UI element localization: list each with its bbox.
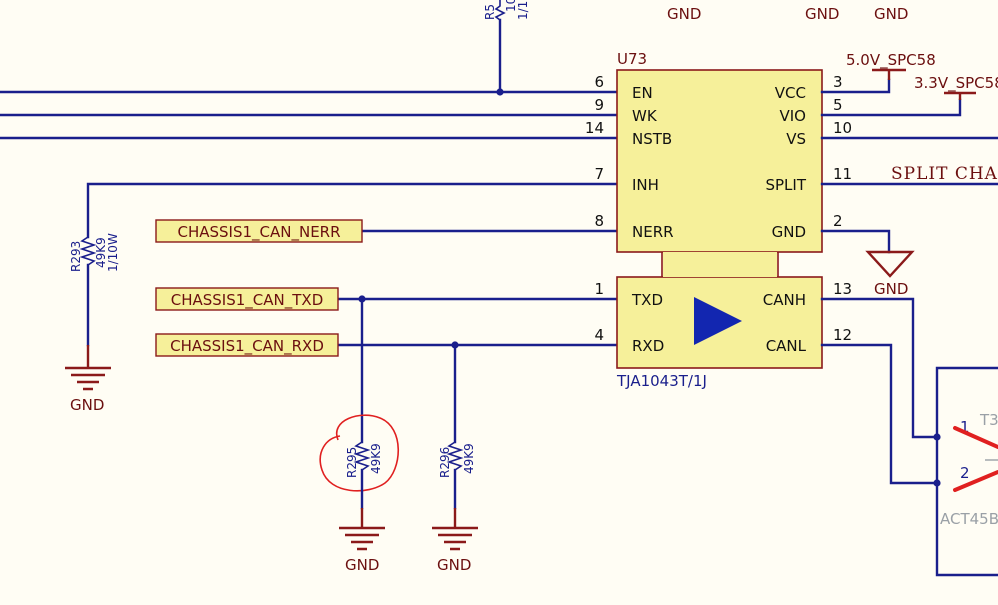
pin-name-canl: CANL: [766, 337, 807, 355]
pin-num-3: 3: [833, 73, 843, 91]
resistor-r295-value: 49K9: [369, 443, 383, 474]
resistor-r295-ref: R295: [345, 447, 359, 478]
power-label-5v: 5.0V_SPC58: [846, 51, 936, 70]
pin-name-canh: CANH: [763, 291, 806, 309]
net-label-nerr[interactable]: CHASSIS1_CAN_NERR: [155, 219, 363, 243]
resistor-r293-ref: R293: [69, 241, 83, 272]
pin-num-10: 10: [833, 119, 852, 137]
resistor-r5-value: 10: [504, 0, 518, 12]
wire-canh: [820, 297, 939, 439]
wire-vio: [820, 98, 962, 117]
pin-num-7: 7: [594, 165, 604, 183]
connector-body-outline: [935, 366, 998, 577]
pin-name-rxd: RXD: [632, 337, 664, 355]
top-gnd-label-1: GND: [667, 5, 701, 23]
gnd-icon-r296: [432, 526, 478, 551]
gnd-icon-r295: [339, 526, 385, 551]
resistor-r5-ref: R5: [483, 4, 497, 20]
pin-num-1: 1: [594, 280, 604, 298]
pin-num-13: 13: [833, 280, 852, 298]
resistor-r5-power: 1/1: [516, 1, 530, 20]
chip-u73[interactable]: U73 TJA1043T/1J EN WK NSTB INH NERR TXD …: [616, 50, 823, 390]
resistor-r293-power: 1/10W: [106, 233, 120, 272]
resistor-r293-value: 49K9: [94, 237, 108, 268]
power-label-3v3: 3.3V_SPC58: [914, 74, 998, 93]
pin-num-4: 4: [594, 326, 604, 344]
pin-name-inh: INH: [632, 176, 659, 194]
resistor-r296[interactable]: R296 49K9: [438, 441, 476, 478]
resistor-r296-ref: R296: [438, 447, 452, 478]
pin-num-5: 5: [833, 96, 843, 114]
junction-connector-pin1: [933, 433, 941, 441]
net-label-nerr-box: [155, 219, 363, 243]
wire-gnd-pin: [820, 229, 891, 254]
pin-num-2: 2: [833, 212, 843, 230]
connector-pin-2: 2: [960, 464, 970, 482]
markup-strike-1: [953, 426, 998, 449]
chip-body-link-fill: [663, 252, 777, 277]
net-label-rxd[interactable]: CHASSIS1_CAN_RXD: [155, 333, 339, 357]
net-label-split: SPLIT CHA: [891, 164, 998, 184]
markup-strike-2: [953, 470, 998, 492]
pin-name-txd: TXD: [631, 291, 663, 309]
resistor-r296-value: 49K9: [462, 443, 476, 474]
gnd-label-r293: GND: [70, 396, 104, 414]
net-label-txd[interactable]: CHASSIS1_CAN_TXD: [155, 287, 339, 311]
chip-body-link: [661, 252, 779, 277]
net-label-nerr-text: CHASSIS1_CAN_NERR: [177, 223, 340, 242]
chip-part-number: TJA1043T/1J: [616, 372, 707, 390]
resistor-r296-zigzag: [446, 441, 464, 471]
net-label-txd-box: [155, 287, 339, 311]
wire-inh: [86, 182, 619, 239]
pin-num-11: 11: [833, 165, 852, 183]
top-gnd-label-3: GND: [874, 5, 908, 23]
net-label-rxd-box: [155, 333, 339, 357]
pin-num-6: 6: [594, 73, 604, 91]
resistor-r295[interactable]: R295 49K9: [345, 441, 383, 478]
pin-name-gnd: GND: [772, 223, 806, 241]
resistor-r293[interactable]: R293 49K9 1/10W: [69, 233, 120, 272]
gnd-label-r296: GND: [437, 556, 471, 574]
connector-pin-1: 1: [960, 418, 970, 436]
pin-name-vs: VS: [786, 130, 806, 148]
wire-canl: [820, 343, 939, 485]
resistor-r293-zigzag: [79, 236, 97, 266]
pin-name-nstb: NSTB: [632, 130, 672, 148]
net-label-rxd-text: CHASSIS1_CAN_RXD: [170, 337, 324, 356]
power-flag-5v: [872, 68, 906, 80]
resistor-r5[interactable]: R5 10 1/1: [483, 0, 530, 21]
power-flag-3v3: [944, 91, 976, 100]
chip-ref: U73: [617, 50, 647, 68]
resistor-r295-zigzag: [353, 441, 371, 471]
pin-name-wk: WK: [632, 107, 658, 125]
pin-num-12: 12: [833, 326, 852, 344]
connector-ref: T3: [979, 411, 998, 429]
pin-name-split: SPLIT: [765, 176, 806, 194]
markup-circle-r295: [319, 414, 400, 492]
pin-name-vio: VIO: [780, 107, 807, 125]
top-gnd-label-2: GND: [805, 5, 839, 23]
pin-name-en: EN: [632, 84, 653, 102]
pin-name-vcc: VCC: [775, 84, 806, 102]
pin-num-9: 9: [594, 96, 604, 114]
chip-upper-body: [616, 69, 823, 253]
wire-vcc: [820, 78, 891, 94]
gnd-triangle-icon: [865, 250, 915, 278]
gnd-icon-r293: [65, 366, 111, 391]
resistor-r5-zigzag: [494, 0, 506, 21]
pin-num-14: 14: [585, 119, 604, 137]
gnd-label-chip: GND: [874, 280, 908, 298]
connector-part: ACT45B: [940, 510, 998, 528]
gnd-label-r295: GND: [345, 556, 379, 574]
connector-t3[interactable]: 1 2 T3 ACT45B: [933, 366, 998, 577]
pin-name-nerr: NERR: [632, 223, 674, 241]
pin-num-8: 8: [594, 212, 604, 230]
transceiver-triangle-icon: [694, 297, 742, 345]
net-label-txd-text: CHASSIS1_CAN_TXD: [171, 291, 324, 310]
junction-connector-pin2: [933, 479, 941, 487]
